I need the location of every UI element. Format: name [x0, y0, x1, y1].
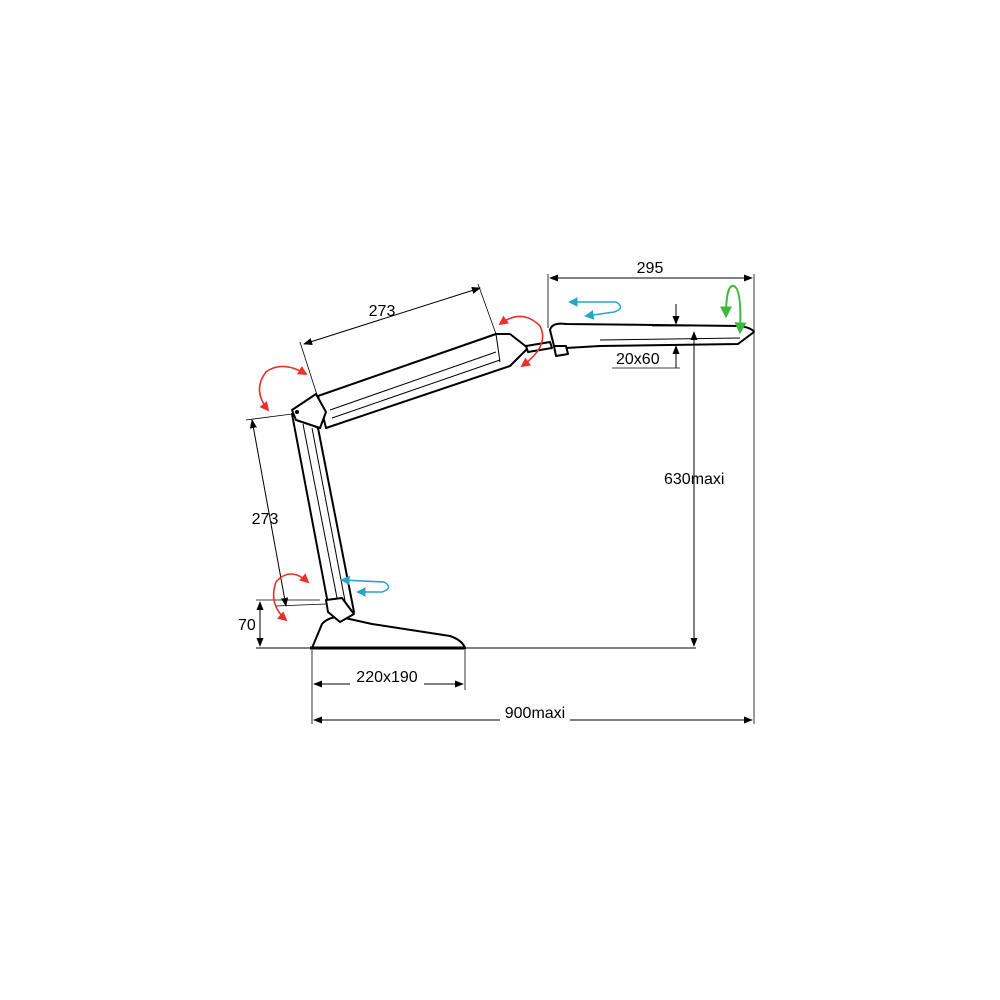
elbow-joint [291, 393, 327, 429]
base-joint [325, 597, 355, 623]
base-size-label: 220x190 [356, 669, 417, 686]
rotation-arrows [258, 284, 747, 622]
upper-arm-ext-right [477, 283, 497, 335]
base-joint-tilt-icon [272, 573, 310, 622]
max-reach-label-bg [500, 704, 570, 722]
upper-arm [317, 333, 529, 429]
lower-arm-length-label: 273 [252, 511, 279, 528]
upper-arm-groove [329, 351, 497, 411]
base-swivel-icon [340, 575, 390, 597]
upper-arm-length-label: 273 [369, 303, 396, 320]
head-section-label: 20x60 [616, 351, 660, 368]
base-size-label-bg [350, 668, 424, 686]
upper-arm-ext-left [299, 341, 319, 399]
upper-arm-groove-2 [331, 359, 501, 419]
head-length-label: 295 [637, 260, 664, 277]
lower-arm [291, 413, 355, 619]
lamp-head [549, 322, 755, 349]
lower-arm-ext-bottom [275, 603, 327, 607]
lamp-head-lens [599, 337, 741, 341]
max-reach-label: 900maxi [505, 705, 565, 722]
lower-arm-ext-top [245, 413, 293, 421]
lamp-base [311, 616, 466, 649]
head-rotate-icon [720, 284, 747, 335]
head-swivel-icon [568, 297, 622, 320]
head-clip [553, 345, 569, 357]
elbow-tilt-icon [258, 365, 308, 412]
upper-arm-dimension-line [303, 287, 481, 345]
elbow-pivot [295, 410, 299, 414]
max-height-label: 630maxi [664, 471, 724, 488]
head-joint-tilt-icon [498, 315, 544, 368]
neck-connector [525, 341, 553, 353]
base-height-label: 70 [238, 617, 256, 634]
dimensions: 273 273 70 630maxi 20x60 295 220x190 [238, 260, 755, 724]
lower-arm-groove [302, 423, 339, 604]
